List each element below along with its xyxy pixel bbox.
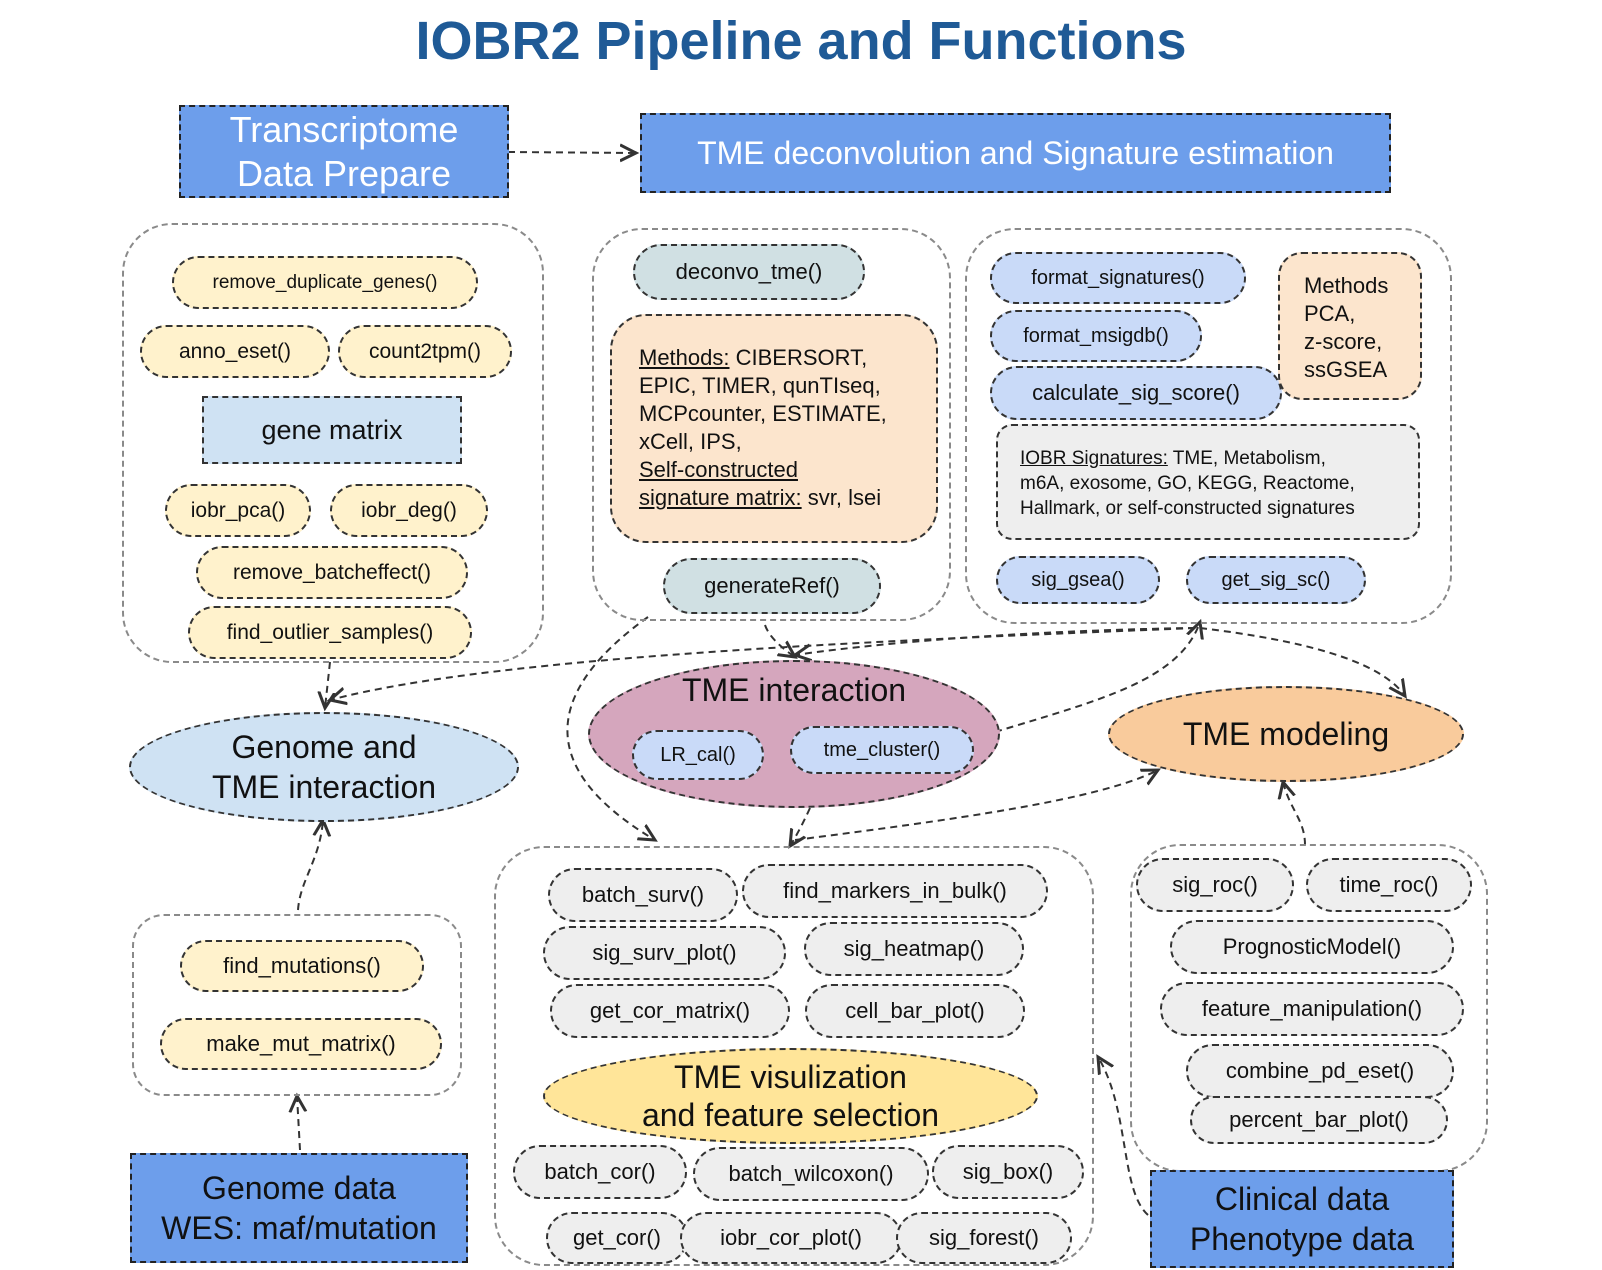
tme-deconvolution-box: TME deconvolution and Signature estimati… — [640, 113, 1391, 193]
fn-deconvo-tme: deconvo_tme() — [633, 244, 865, 300]
fn-time-roc: time_roc() — [1306, 858, 1472, 912]
fn-percent-bar-plot: percent_bar_plot() — [1190, 1096, 1448, 1144]
selfconstructed-line2: signature matrix: — [639, 485, 802, 510]
fn-anno-eset: anno_eset() — [140, 325, 330, 378]
fn-sig-surv-plot: sig_surv_plot() — [543, 926, 786, 980]
iobr-line3: Hallmark, or self-constructed signatures — [1020, 498, 1355, 519]
tme-interaction-label: TME interaction — [681, 672, 907, 708]
fn-lr-cal: LR_cal() — [632, 730, 764, 780]
fn-calculate-sig-score: calculate_sig_score() — [990, 366, 1282, 420]
gene-matrix-box: gene matrix — [202, 396, 462, 464]
fn-batch-wilcoxon: batch_wilcoxon() — [693, 1147, 929, 1201]
genome-tme-line1: Genome and — [231, 729, 417, 765]
methods-label: Methods: — [639, 345, 730, 370]
iobr-signatures-box: IOBR Signatures: TME, Metabolism, m6A, e… — [996, 424, 1420, 540]
fn-find-outlier-samples: find_outlier_samples() — [188, 606, 472, 659]
arrow-prepare-to-deconv — [507, 152, 636, 153]
fn-make-mut-matrix: make_mut_matrix() — [160, 1018, 442, 1070]
arrow-model-to-modeling — [1283, 782, 1306, 846]
clinical-data-box: Clinical data Phenotype data — [1150, 1170, 1454, 1268]
visualization-group — [494, 846, 1094, 1266]
deconv-methods-box: Methods: CIBERSORT, EPIC, TIMER, qunTIse… — [610, 314, 938, 543]
fn-count2tpm: count2tpm() — [338, 325, 512, 378]
sig-methods-line2: PCA, — [1304, 301, 1356, 326]
transcriptome-line1: Transcriptome — [229, 108, 459, 150]
fn-get-cor-matrix: get_cor_matrix() — [550, 984, 790, 1038]
arrow-deconv-to-interaction — [764, 624, 795, 657]
transcriptome-line2: Data Prepare — [236, 152, 452, 194]
arrow-prep-to-genome — [325, 661, 330, 708]
clinical-data-line2: Phenotype data — [1189, 1221, 1415, 1257]
methods-line2: EPIC, TIMER, qunTIseq, — [639, 373, 881, 398]
arrow-genomedata-to-mutation — [297, 1096, 300, 1151]
fn-sig-box: sig_box() — [932, 1145, 1084, 1199]
fn-prognostic-model: PrognosticModel() — [1170, 920, 1454, 974]
fn-feature-manipulation: feature_manipulation() — [1160, 982, 1464, 1036]
sig-methods-line4: ssGSEA — [1304, 357, 1388, 382]
iobr-signatures-label: IOBR Signatures: — [1020, 448, 1168, 469]
fn-get-sig-sc: get_sig_sc() — [1186, 556, 1366, 604]
iobr-line1: TME, Metabolism, — [1167, 448, 1326, 469]
arrow-interaction-to-viz — [790, 807, 811, 846]
arrow-interaction-to-sig — [994, 622, 1200, 733]
fn-iobr-pca: iobr_pca() — [165, 484, 311, 537]
fn-get-cor: get_cor() — [546, 1212, 688, 1264]
fn-remove-batcheffect: remove_batcheffect() — [196, 546, 468, 599]
genome-tme-interaction-ellipse: Genome and TME interaction — [129, 712, 519, 822]
arrow-mutation-to-genome — [297, 820, 323, 911]
methods-line1: CIBERSORT, — [729, 345, 868, 370]
transcriptome-data-box: Transcriptome Data Prepare — [179, 105, 509, 198]
methods-line4: xCell, IPS, — [639, 429, 742, 454]
fn-sig-roc: sig_roc() — [1136, 858, 1294, 912]
selfconstructed-line1: Self-constructed — [639, 457, 798, 482]
arrow-sig-to-modeling — [1199, 627, 1405, 696]
fn-iobr-deg: iobr_deg() — [330, 484, 488, 537]
deconvolution-group — [592, 228, 951, 621]
page-title: IOBR2 Pipeline and Functions — [415, 11, 1187, 71]
fn-sig-gsea: sig_gsea() — [996, 556, 1160, 604]
genome-data-line2: WES: maf/mutation — [161, 1210, 437, 1246]
sig-methods-line3: z-score, — [1304, 329, 1383, 354]
genome-data-box: Genome data WES: maf/mutation — [130, 1153, 468, 1263]
sig-methods-line1: Methods — [1304, 273, 1389, 298]
mutation-group — [132, 914, 462, 1096]
signature-methods-box: Methods PCA, z-score, ssGSEA — [1278, 252, 1422, 400]
fn-find-mutations: find_mutations() — [180, 940, 424, 992]
selfconstructed-tail: svr, lsei — [801, 485, 882, 510]
fn-batch-surv: batch_surv() — [548, 868, 738, 922]
arrow-deconv-to-viz — [566, 616, 655, 840]
fn-find-markers-in-bulk: find_markers_in_bulk() — [742, 864, 1048, 918]
iobr-line2: m6A, exosome, GO, KEGG, Reactome, — [1020, 473, 1355, 494]
clinical-data-line1: Clinical data — [1214, 1181, 1390, 1217]
arrow-sig-to-genome — [330, 627, 1196, 700]
fn-batch-cor: batch_cor() — [513, 1145, 687, 1199]
fn-tme-cluster: tme_cluster() — [790, 726, 974, 774]
arrow-viz-to-modeling — [794, 770, 1158, 841]
fn-sig-heatmap: sig_heatmap() — [804, 922, 1024, 976]
fn-format-msigdb: format_msigdb() — [990, 310, 1202, 362]
arrow-clinical-to-viz — [1098, 1057, 1149, 1216]
genome-tme-line2: TME interaction — [211, 769, 437, 805]
visualization-line1: TME visulization — [674, 1059, 907, 1095]
fn-iobr-cor-plot: iobr_cor_plot() — [680, 1212, 902, 1264]
arrow-sig-to-interaction — [795, 627, 1196, 655]
fn-cell-bar-plot: cell_bar_plot() — [805, 984, 1025, 1038]
tme-visualization-ellipse: TME visulization and feature selection — [543, 1048, 1038, 1144]
fn-generate-ref: generateRef() — [663, 558, 881, 614]
genome-data-line1: Genome data — [202, 1170, 396, 1206]
fn-remove-duplicate-genes: remove_duplicate_genes() — [172, 256, 478, 309]
methods-line3: MCPcounter, ESTIMATE, — [639, 401, 887, 426]
fn-combine-pd-eset: combine_pd_eset() — [1186, 1044, 1454, 1098]
data-prepare-group — [122, 223, 544, 663]
fn-format-signatures: format_signatures() — [990, 252, 1246, 304]
signature-group — [965, 228, 1452, 624]
visualization-line2: and feature selection — [641, 1097, 940, 1133]
tme-modeling-ellipse: TME modeling — [1108, 686, 1464, 782]
fn-sig-forest: sig_forest() — [896, 1212, 1072, 1264]
